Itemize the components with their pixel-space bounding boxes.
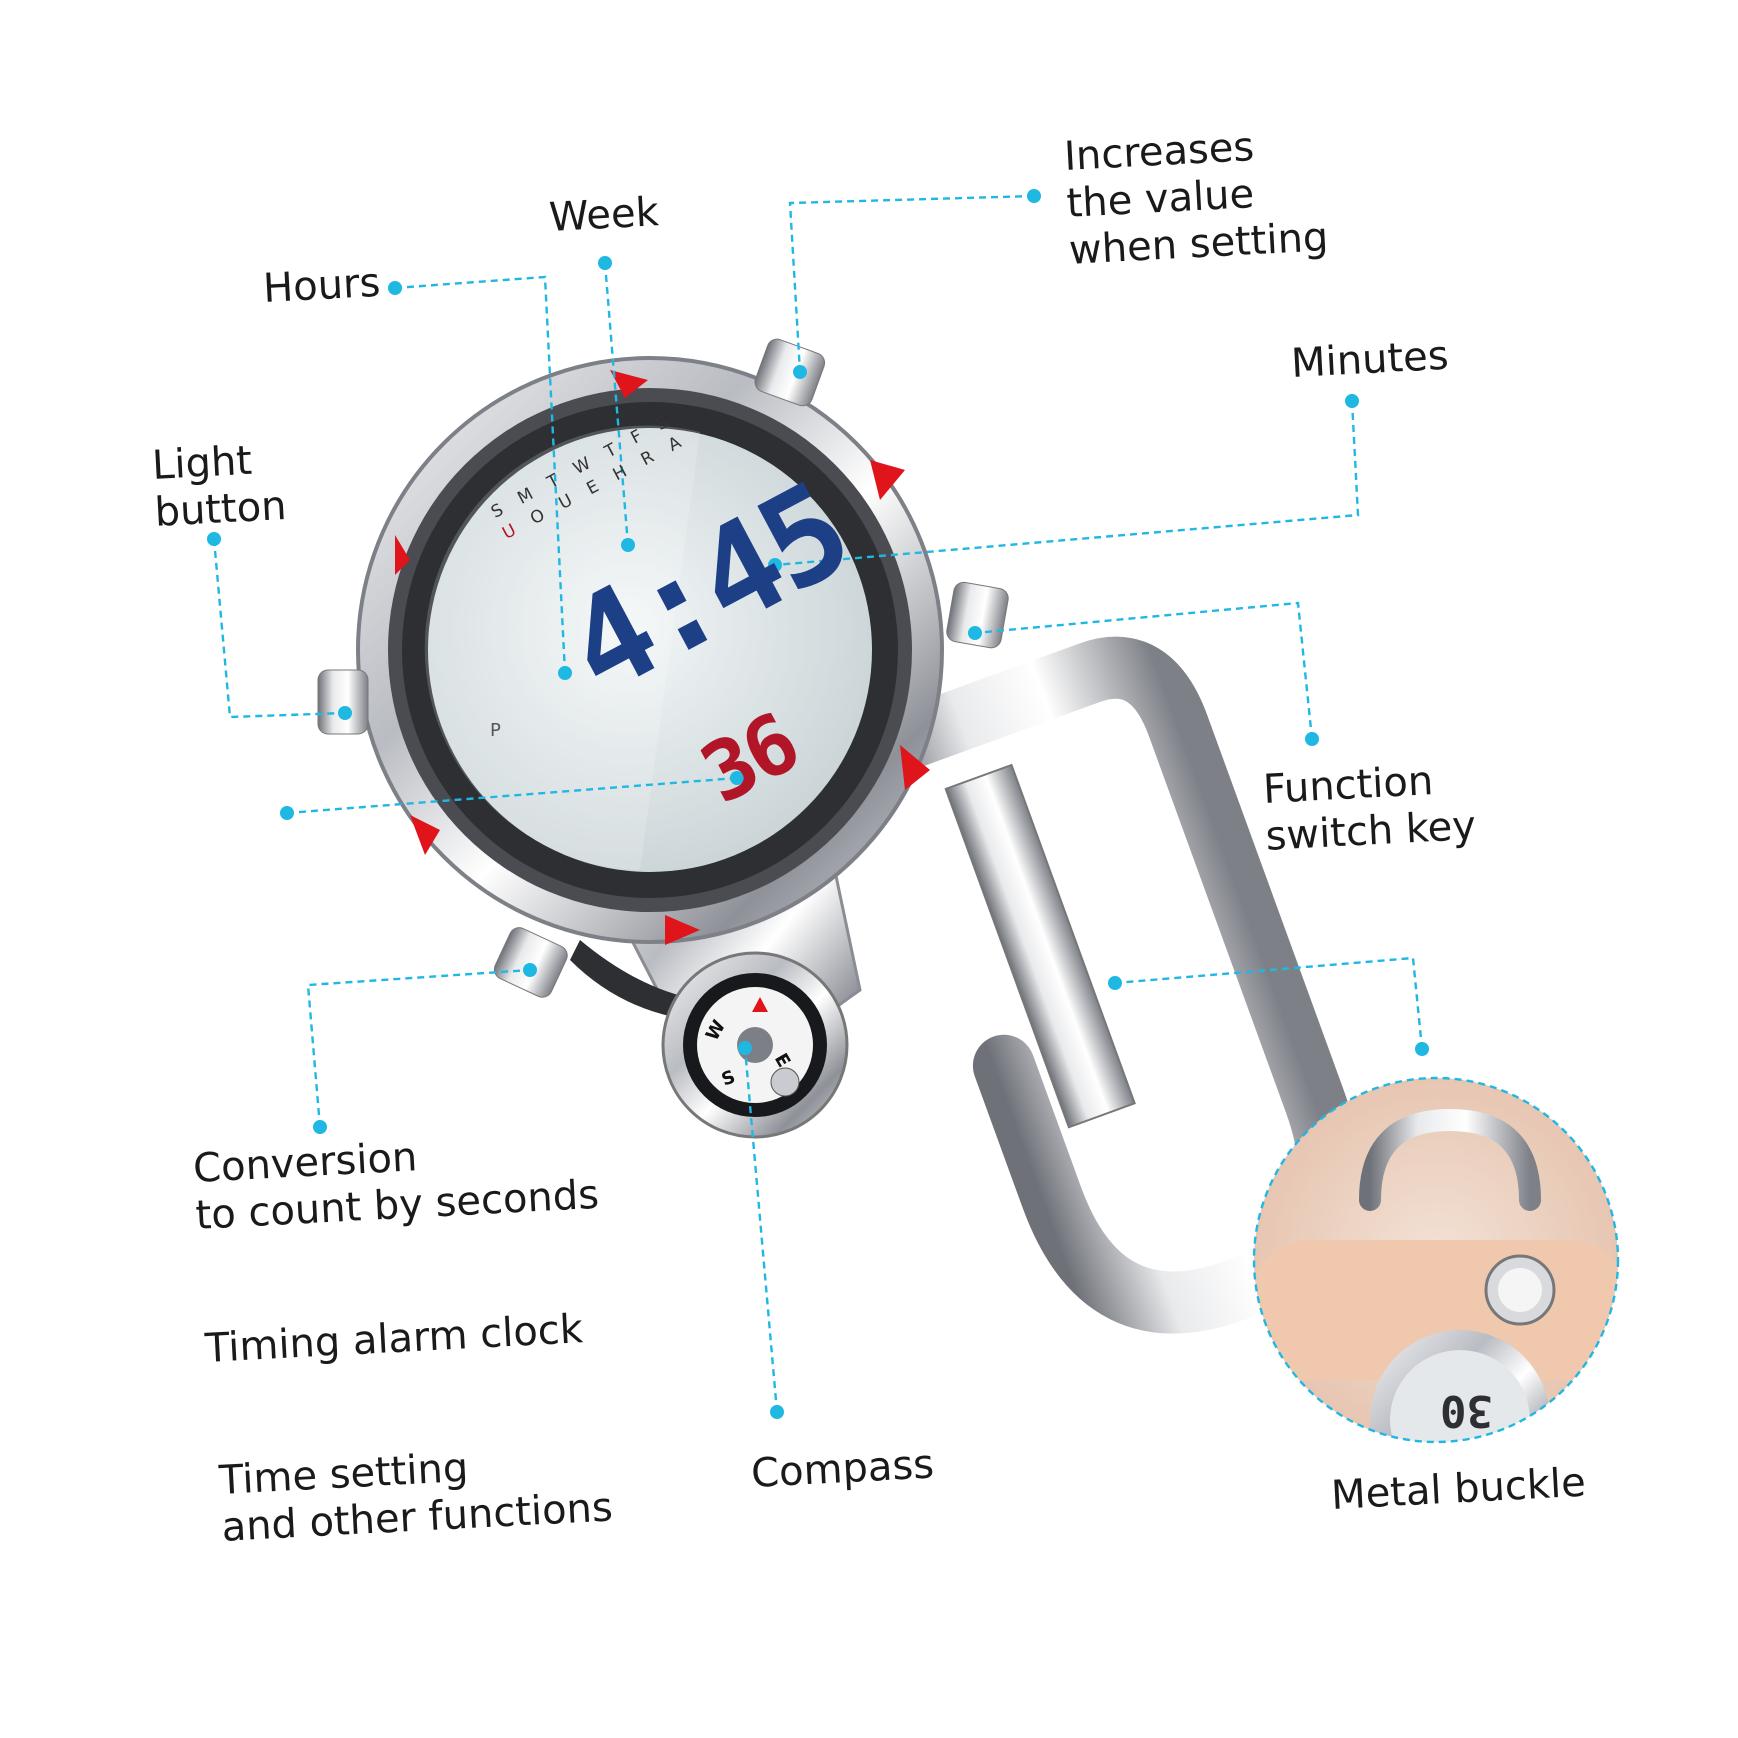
seconds-dot [280,806,294,820]
function-switch-button[interactable] [945,581,1010,650]
day-letter-top: M [514,484,537,509]
label-week: Week [548,189,660,241]
function-dot [1305,732,1319,746]
carabiner-gate [944,763,1136,1129]
bezel-marker [900,745,930,790]
light-dot [207,532,221,546]
buckle-leader [1114,956,1424,1050]
increase-target-dot [793,365,807,379]
label-hours: Hours [262,259,382,312]
light-button[interactable] [317,669,369,735]
callout-leaders [207,189,1429,1419]
day-letter-top: S [652,412,672,435]
bezel-markers [395,370,930,945]
lcd-indicator: P [490,720,501,741]
metal-buckle-inset [1252,1076,1620,1444]
minutes-target-dot [768,558,782,572]
mode-button[interactable] [491,924,570,1000]
label-compass: Compass [750,1441,936,1497]
day-letter-bottom: E [583,476,603,500]
day-letter-bottom: U [555,490,577,514]
minutes-dot [1345,394,1359,408]
function-leader [974,601,1314,740]
conversion-dot [313,1120,327,1134]
increase-leader [788,194,1035,373]
day-letter-bottom: H [609,461,631,486]
bezel-marker [395,535,410,575]
seconds-target-dot [730,771,744,785]
function-target-dot [968,626,982,640]
day-letter-top: T [601,439,621,463]
day-letter-bottom: R [637,447,658,471]
bezel-marker [610,370,648,398]
conversion-leader [306,968,531,1128]
week-dot [598,256,612,270]
light-target-dot [338,706,352,720]
inset-display-reading: 30 [1440,1385,1493,1436]
day-letter-bottom: A [664,432,685,456]
hours-leader [394,275,567,674]
bezel-marker [665,915,700,945]
buckle-target-dot [1108,976,1122,990]
compass-north-arrow [752,997,768,1012]
light-leader [212,538,346,719]
minutes-leader [774,400,1360,567]
bezel-marker [410,815,440,855]
label-function-switch-key: Function switch key [1262,758,1478,860]
increase-dot [1027,189,1041,203]
lcd-display [424,425,872,872]
compass-target-dot [738,1041,752,1055]
day-letter-top: F [627,426,646,449]
compass-leader [743,1047,779,1413]
hours-dot [388,281,402,295]
week-target-dot [621,538,635,552]
conversion-target-dot [523,963,537,977]
label-light-button: Light button [151,437,288,536]
label-increases-value: Increases the value when setting [1063,124,1330,274]
neck-shadow [570,940,700,1020]
label-minutes: Minutes [1290,332,1450,387]
day-letter-bottom: O [527,505,549,530]
day-letter-top: T [544,470,563,493]
buckle-dot [1415,1042,1429,1056]
bezel-marker [870,460,905,500]
compass-dot [770,1405,784,1419]
hours-target-dot [558,666,572,680]
compass [661,951,849,1139]
seconds-leader [286,776,738,815]
